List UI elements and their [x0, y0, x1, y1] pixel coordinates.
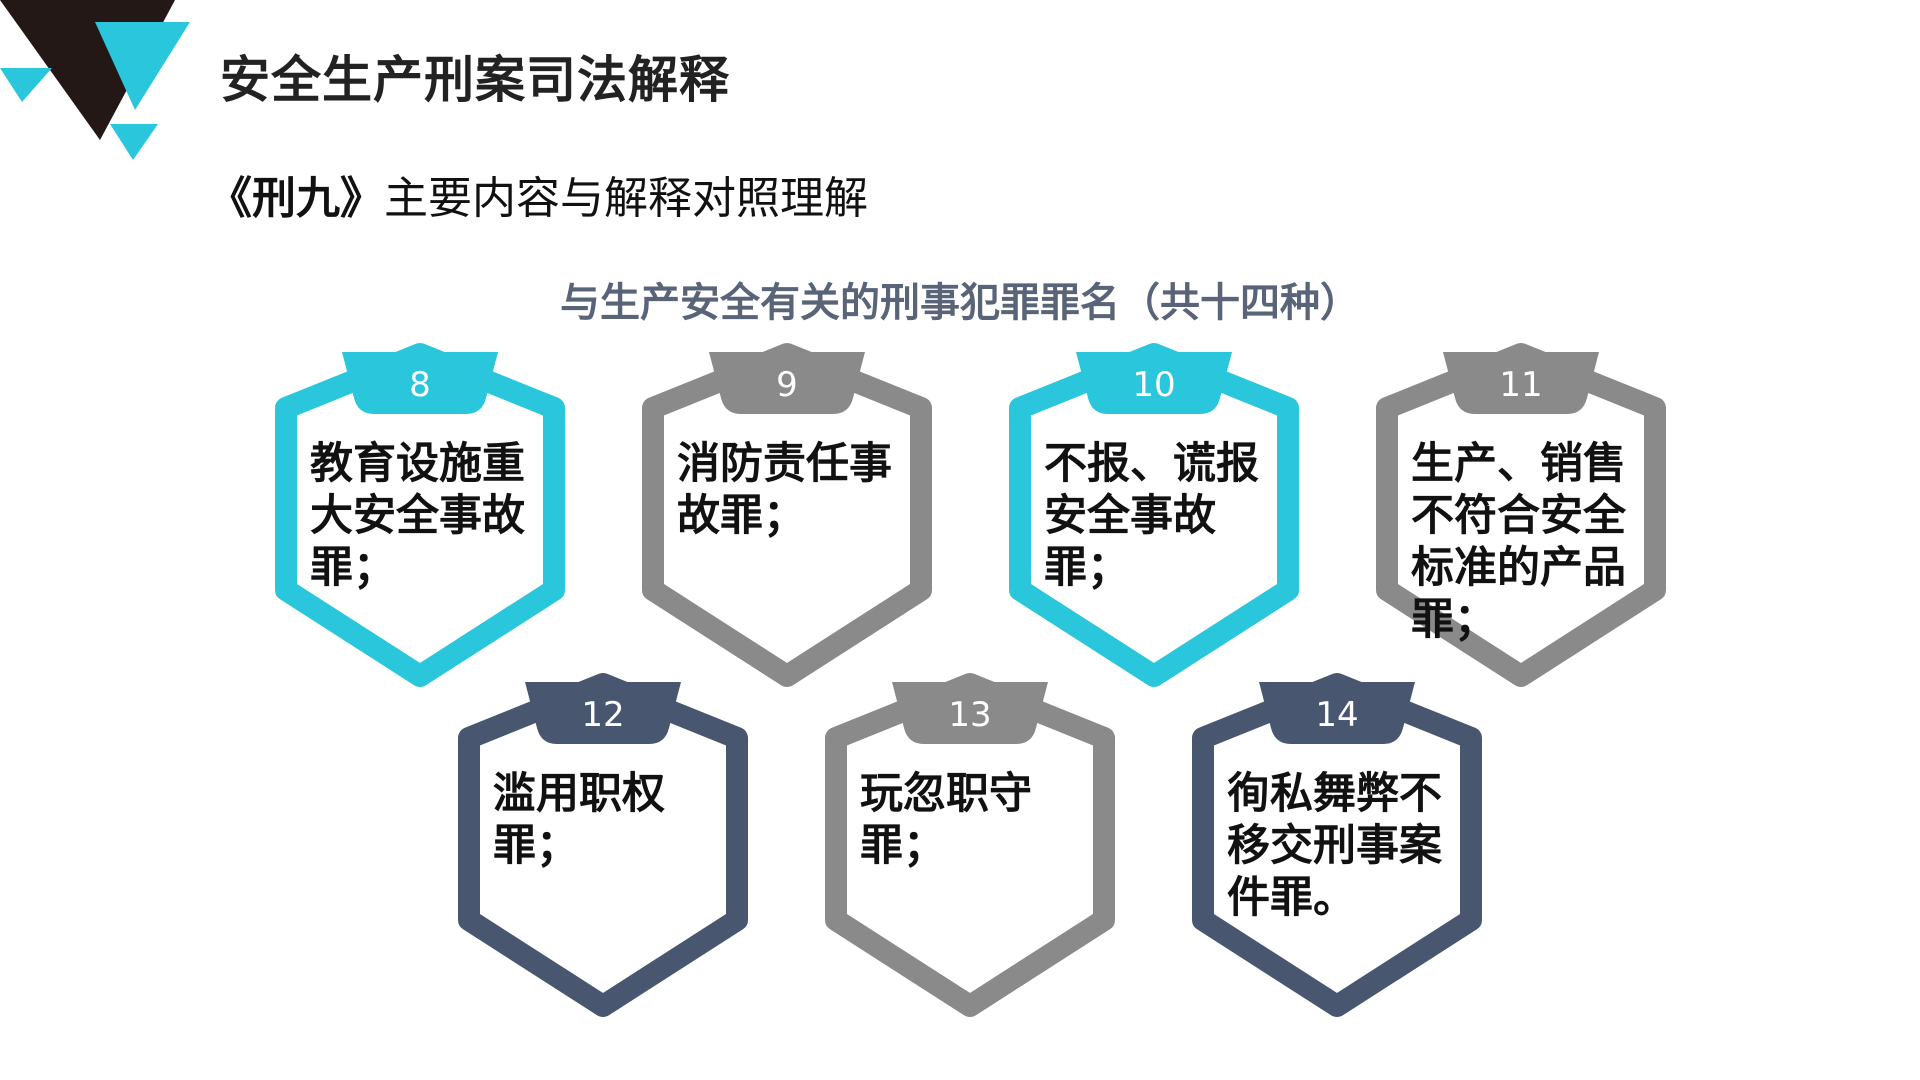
page-subtitle: 《刑九》主要内容与解释对照理解 — [208, 162, 868, 226]
crime-number-badge: 9 — [776, 365, 798, 405]
crime-card-8: 8 教育设施重大安全事故罪； — [250, 340, 590, 700]
crime-card-13: 13 玩忽职守罪； — [800, 670, 1140, 1030]
crime-number-badge: 8 — [409, 365, 431, 405]
crime-number-badge: 11 — [1499, 365, 1543, 405]
hexagon-frame-icon — [1376, 343, 1666, 687]
subtitle-text: 主要内容与解释对照理解 — [384, 173, 868, 224]
hexagon-frame-icon — [1009, 343, 1299, 687]
crime-card-10: 10 不报、谎报安全事故罪； — [984, 340, 1324, 700]
crime-card-11: 11 生产、销售不符合安全标准的产品罪； — [1351, 340, 1691, 700]
crime-card-14: 14 徇私舞弊不移交刑事案件罪。 — [1167, 670, 1507, 1030]
crime-name-text: 教育设施重大安全事故罪； — [310, 439, 525, 593]
crime-name-text: 滥用职权罪； — [493, 769, 665, 871]
crime-name-text: 生产、销售不符合安全标准的产品罪； — [1411, 439, 1626, 645]
crime-name-text: 徇私舞弊不移交刑事案件罪。 — [1227, 769, 1442, 923]
crime-number-badge: 13 — [948, 695, 992, 735]
section-heading: 与生产安全有关的刑事犯罪罪名（共十四种） — [560, 280, 1360, 326]
crime-card-12: 12 滥用职权罪； — [433, 670, 773, 1030]
page-title: 安全生产刑案司法解释 — [220, 51, 730, 109]
crime-number-badge: 12 — [581, 695, 625, 735]
crime-card-9: 9 消防责任事故罪； — [617, 340, 957, 700]
hexagon-frame-icon — [1192, 673, 1482, 1017]
logo-triangles-icon — [0, 0, 190, 160]
hexagon-frame-icon — [275, 343, 565, 687]
hexagon-frame-icon — [825, 673, 1115, 1017]
hexagon-frame-icon — [458, 673, 748, 1017]
crime-name-text: 玩忽职守罪； — [860, 769, 1032, 871]
hexagon-frame-icon — [642, 343, 932, 687]
subtitle-book-name: 《刑九》 — [208, 173, 384, 224]
crime-name-text: 不报、谎报安全事故罪； — [1044, 439, 1259, 593]
crime-number-badge: 10 — [1132, 365, 1176, 405]
crime-number-badge: 14 — [1315, 695, 1359, 735]
crime-name-text: 消防责任事故罪； — [677, 439, 892, 541]
